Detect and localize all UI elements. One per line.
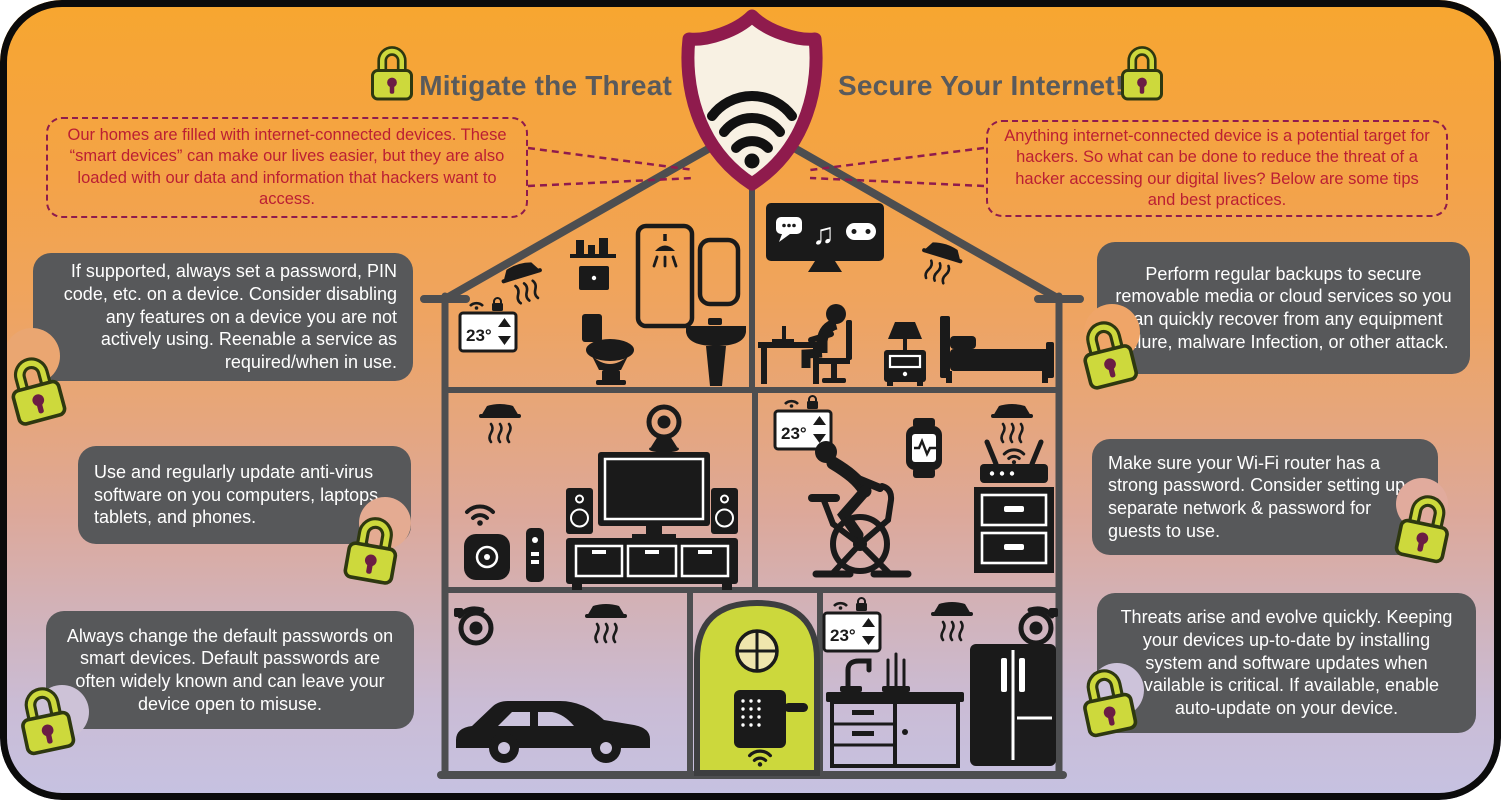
music-note-icon: ♫: [812, 218, 835, 251]
wifi-icon: [707, 91, 797, 153]
wifi-signal-icon: [465, 504, 495, 528]
intro-bubble-right: Anything internet-connected device is a …: [986, 120, 1448, 217]
smoke-detector-icon: [989, 402, 1035, 444]
security-camera-icon: [646, 404, 682, 453]
exercise-bike-icon: [808, 441, 912, 578]
bathroom-shelf-icon: [570, 238, 616, 290]
thermostat-icon: 23°: [773, 395, 833, 451]
intro-bubble-left-text: Our homes are filled with internet-conne…: [67, 126, 507, 208]
smoke-detector-icon: [929, 600, 975, 642]
tip-left-middle: Use and regularly update anti-virus soft…: [78, 446, 411, 544]
intro-bubble-left: Our homes are filled with internet-conne…: [46, 117, 528, 218]
page-title-left: Mitigate the Threat: [419, 70, 672, 101]
thermostat-value: 23°: [781, 424, 807, 443]
smart-bed-icon: [940, 316, 1054, 383]
speaker-icon: [710, 487, 739, 535]
tip-left-bottom: Always change the default passwords on s…: [46, 611, 414, 729]
box-notch: [4, 328, 60, 384]
wifi-router-icon: [974, 439, 1054, 573]
smart-watch-icon: [906, 418, 942, 478]
remote-icon: [526, 528, 544, 582]
thermostat-icon: 23°: [458, 297, 518, 353]
tip-left-middle-text: Use and regularly update anti-virus soft…: [94, 461, 379, 528]
thermostat-value: 23°: [466, 326, 492, 345]
thermostat-icon: 23°: [822, 597, 882, 653]
tip-right-top: Perform regular backups to secure remova…: [1097, 242, 1470, 374]
tip-right-top-text: Perform regular backups to secure remova…: [1115, 263, 1452, 352]
sink-icon: [686, 318, 746, 386]
smart-speaker-icon: [464, 534, 510, 580]
tip-right-middle-text: Make sure your Wi-Fi router has a strong…: [1108, 452, 1421, 541]
smart-lock-icon: [734, 690, 786, 748]
kitchen-sink-icon: [826, 652, 964, 768]
padlock-icon: [338, 508, 408, 589]
intro-bubble-right-text: Anything internet-connected device is a …: [1004, 127, 1430, 209]
tv-console-icon: [566, 452, 738, 590]
smart-fridge-icon: [970, 644, 1056, 766]
padlock-icon: [368, 42, 416, 102]
tip-left-top-text: If supported, always set a password, PIN…: [63, 261, 397, 373]
tip-right-middle: Make sure your Wi-Fi router has a strong…: [1092, 439, 1438, 555]
page-title-right: Secure Your Internet!: [838, 70, 1125, 101]
thermostat-value: 23°: [830, 626, 856, 645]
shower-icon: [635, 223, 695, 329]
tip-right-bottom: Threats arise and evolve quickly. Keepin…: [1097, 593, 1476, 733]
spotlight-camera-icon: [454, 608, 491, 643]
padlock-icon: [1118, 42, 1166, 102]
bubble-pointer-lines: [527, 146, 985, 188]
tip-right-bottom-text: Threats arise and evolve quickly. Keepin…: [1120, 607, 1453, 718]
shield-wifi-logo: [681, 9, 823, 191]
speaker-icon: [565, 487, 594, 535]
mirror-icon: [697, 237, 741, 307]
tip-left-top: If supported, always set a password, PIN…: [33, 253, 413, 381]
toilet-icon: [582, 314, 634, 385]
tip-left-bottom-text: Always change the default passwords on s…: [66, 625, 394, 714]
media-tv-icon: ♫: [766, 203, 884, 272]
spotlight-camera-icon: [1021, 608, 1058, 643]
smart-car-icon: [456, 701, 650, 763]
person-at-desk-icon: [758, 304, 852, 384]
smoke-detector-icon: [583, 602, 629, 644]
smart-door-icon: [694, 599, 820, 776]
lamp-nightstand-icon: [884, 322, 926, 386]
smoke-detector-icon: [477, 402, 523, 444]
